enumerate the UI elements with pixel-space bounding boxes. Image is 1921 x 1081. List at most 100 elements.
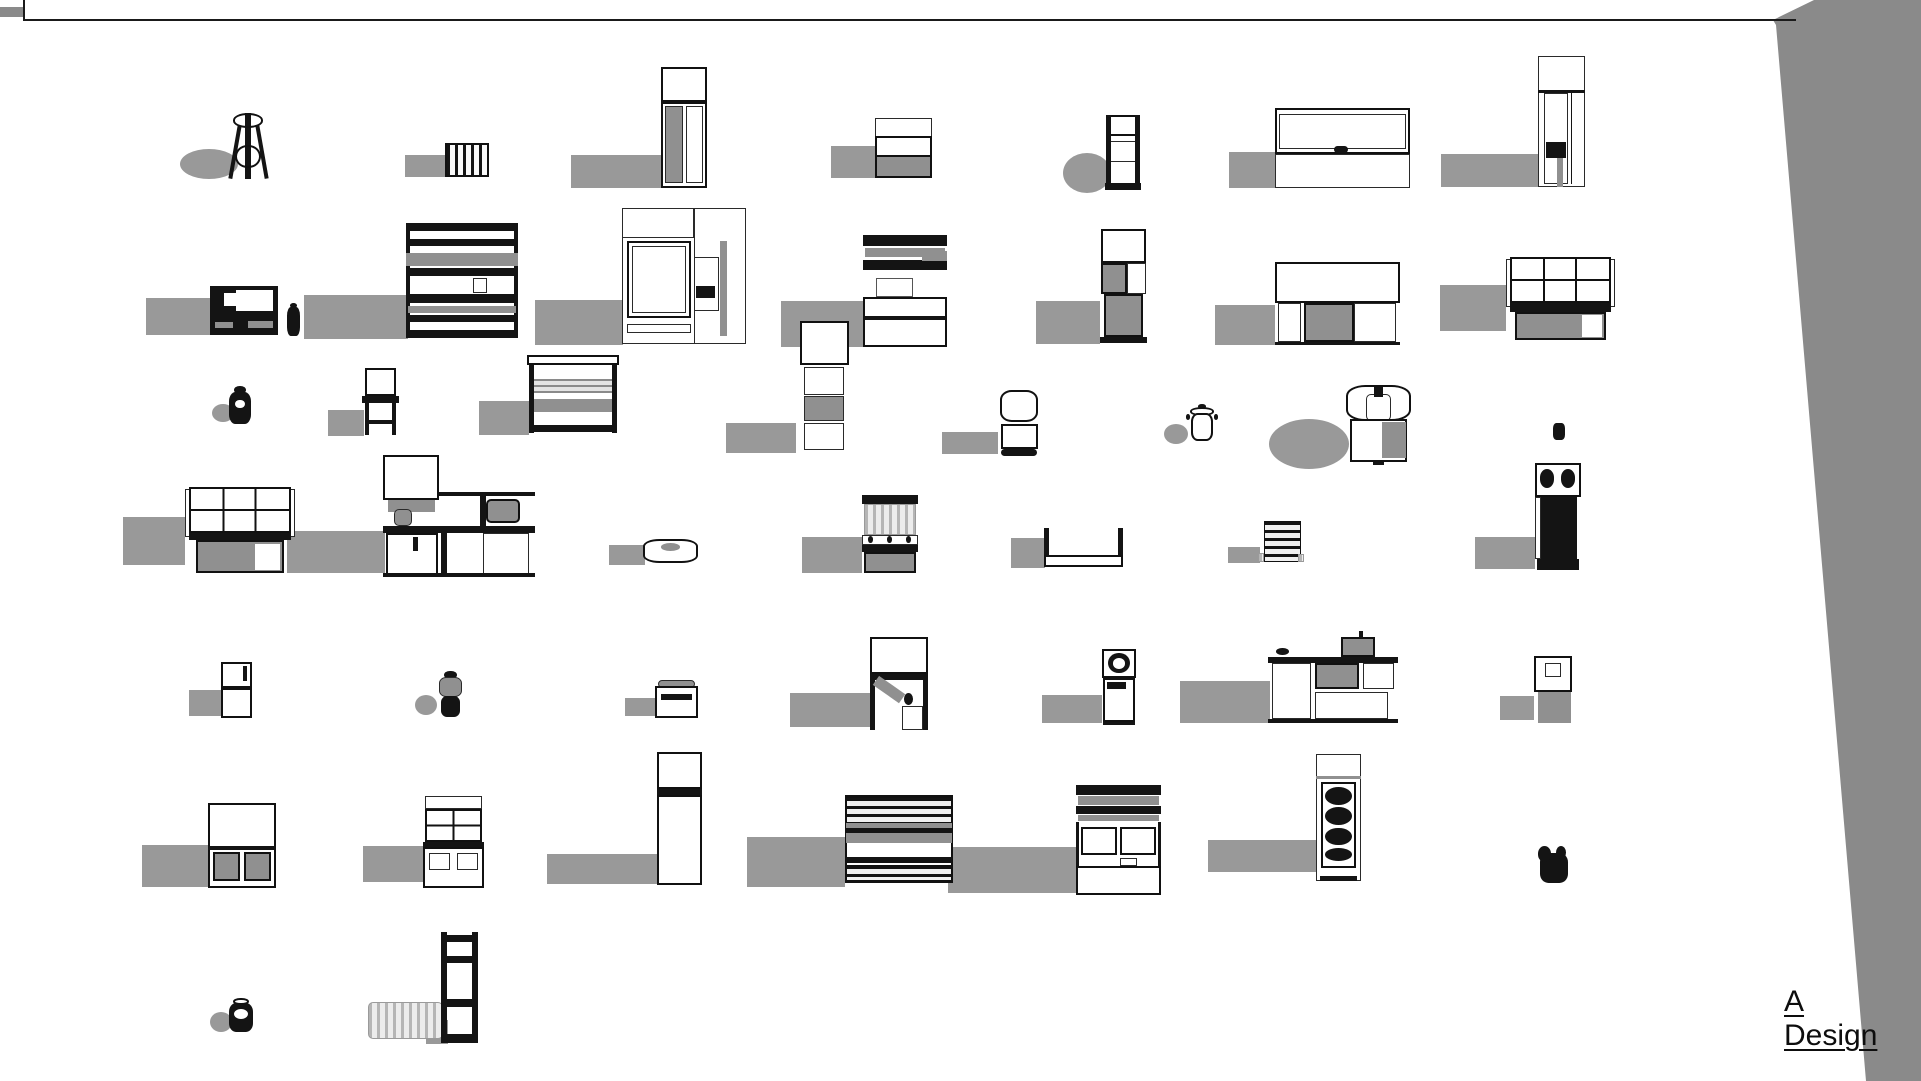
coffee-prep-counter-part <box>1314 663 1359 689</box>
wire-shelving-rack-part <box>406 223 411 338</box>
rotisserie-oven[interactable] <box>1316 754 1361 881</box>
hot-beverage-machine-shadow <box>802 537 862 573</box>
ladder-rack[interactable] <box>440 932 479 1043</box>
shutter-cabinet-part <box>846 856 952 863</box>
high-chair-part <box>364 368 397 397</box>
tall-locker-cabinet[interactable] <box>661 67 707 188</box>
espresso-machine[interactable] <box>1535 463 1581 570</box>
glass-display-counter-left-shadow <box>123 517 185 565</box>
hutch-cabinet[interactable] <box>423 796 484 888</box>
shelf-tower[interactable] <box>796 321 851 453</box>
reach-in-cooler[interactable] <box>870 637 928 730</box>
kitchen-workstation[interactable] <box>383 455 535 577</box>
utility-cart-part <box>530 425 616 432</box>
hot-beverage-machine[interactable] <box>862 495 918 573</box>
tall-locker-cabinet-part <box>685 105 704 184</box>
milk-crate[interactable] <box>445 143 489 177</box>
ice-machine-large[interactable] <box>622 208 746 344</box>
shelf-tower-part <box>803 396 845 422</box>
coffee-brewer-tall[interactable] <box>1100 229 1147 343</box>
hutch-cabinet-part <box>425 808 482 842</box>
bakery-display-case[interactable] <box>1076 785 1161 895</box>
prep-station-overshelf[interactable] <box>863 235 947 347</box>
small-canister[interactable] <box>287 303 300 336</box>
countertop-tray[interactable] <box>643 533 698 563</box>
high-chair[interactable] <box>362 368 399 435</box>
chest-counter[interactable] <box>1275 108 1410 188</box>
wire-shelving-rack-part <box>406 239 518 246</box>
ground-edge-tick <box>23 0 25 21</box>
back-counter[interactable] <box>1275 262 1400 345</box>
condiment-jar[interactable] <box>228 386 252 424</box>
bakery-display-case-shadow <box>948 847 1076 893</box>
reach-in-cooler-part <box>870 674 928 680</box>
water-cooler-part <box>1106 682 1127 690</box>
octagonal-kettle[interactable] <box>1345 383 1412 465</box>
control-panel-display-part <box>223 292 236 306</box>
rotisserie-oven-part <box>1316 775 1361 780</box>
fridge-freezer-tall[interactable] <box>657 752 702 885</box>
hand-truck-part <box>1135 115 1140 186</box>
coffee-brewer-tall-part <box>1103 293 1144 338</box>
corrugated-roll[interactable] <box>368 1000 443 1040</box>
wire-shelving-rack[interactable] <box>406 223 518 338</box>
ladder-rack-part <box>440 998 479 1008</box>
dish-cabinet-shadow <box>142 845 210 887</box>
utility-cart[interactable] <box>527 355 619 435</box>
high-chair-shadow <box>328 410 364 436</box>
water-cooler[interactable] <box>1102 649 1136 725</box>
cooler-box[interactable] <box>875 118 932 178</box>
coffee-prep-counter-part <box>1268 656 1398 664</box>
mini-fridge[interactable] <box>221 662 252 718</box>
tray-rack[interactable] <box>1258 521 1304 562</box>
dish-cabinet-part <box>213 852 240 882</box>
milk-crate-shadow <box>405 155 447 177</box>
bakery-display-case-part <box>1077 814 1160 822</box>
prep-station-overshelf-part <box>921 250 947 261</box>
octagonal-kettle-part <box>1374 387 1383 397</box>
bar-stool[interactable] <box>227 113 269 179</box>
napkin-dispenser[interactable] <box>1532 656 1574 723</box>
grease-trap[interactable] <box>1538 846 1570 883</box>
countertop-printer[interactable] <box>655 680 698 718</box>
bakery-display-case-part <box>1120 857 1138 867</box>
ice-dispenser-tall-part <box>1570 92 1573 185</box>
table-frame-part <box>1118 528 1124 567</box>
coffee-prep-counter[interactable] <box>1268 631 1398 723</box>
hot-beverage-machine-part <box>886 536 893 544</box>
spice-grinder[interactable] <box>435 671 466 718</box>
shutter-cabinet[interactable] <box>845 795 953 883</box>
hutch-cabinet-part <box>425 796 482 809</box>
stock-pot[interactable] <box>1186 404 1218 443</box>
kiosk-chair[interactable] <box>998 390 1040 457</box>
reach-in-cooler-part <box>901 705 924 730</box>
control-panel-display[interactable] <box>210 286 278 335</box>
hand-truck[interactable] <box>1105 115 1141 190</box>
small-pot[interactable] <box>228 998 254 1032</box>
table-frame[interactable] <box>1043 528 1124 567</box>
chest-counter-shadow <box>1229 152 1277 188</box>
coffee-prep-counter-part <box>1271 663 1311 720</box>
wire-shelving-rack-part <box>513 223 518 338</box>
wire-shelving-rack-part <box>406 267 518 276</box>
scene-text-logo[interactable]: A Design <box>1784 985 1877 1053</box>
kitchen-workstation-part <box>383 525 535 534</box>
hutch-cabinet-part <box>423 842 484 847</box>
wire-shelving-rack-part <box>406 315 518 322</box>
water-cooler-part <box>1103 721 1135 725</box>
rotisserie-oven-part <box>1319 875 1358 881</box>
ice-dispenser-tall-part <box>1538 90 1585 93</box>
rotisserie-oven-part <box>1325 807 1352 826</box>
small-fitting[interactable] <box>1552 423 1566 440</box>
ice-dispenser-tall-shadow <box>1441 154 1539 187</box>
glass-display-counter-left[interactable] <box>185 487 295 573</box>
glass-display-counter-right[interactable] <box>1506 257 1615 340</box>
dish-cabinet[interactable] <box>208 803 276 888</box>
countertop-printer-part <box>655 686 698 718</box>
hand-truck-part <box>1105 182 1141 190</box>
shelf-tower-part <box>803 367 845 395</box>
ice-dispenser-tall[interactable] <box>1538 56 1585 187</box>
logo-line-1: A <box>1784 985 1805 1018</box>
